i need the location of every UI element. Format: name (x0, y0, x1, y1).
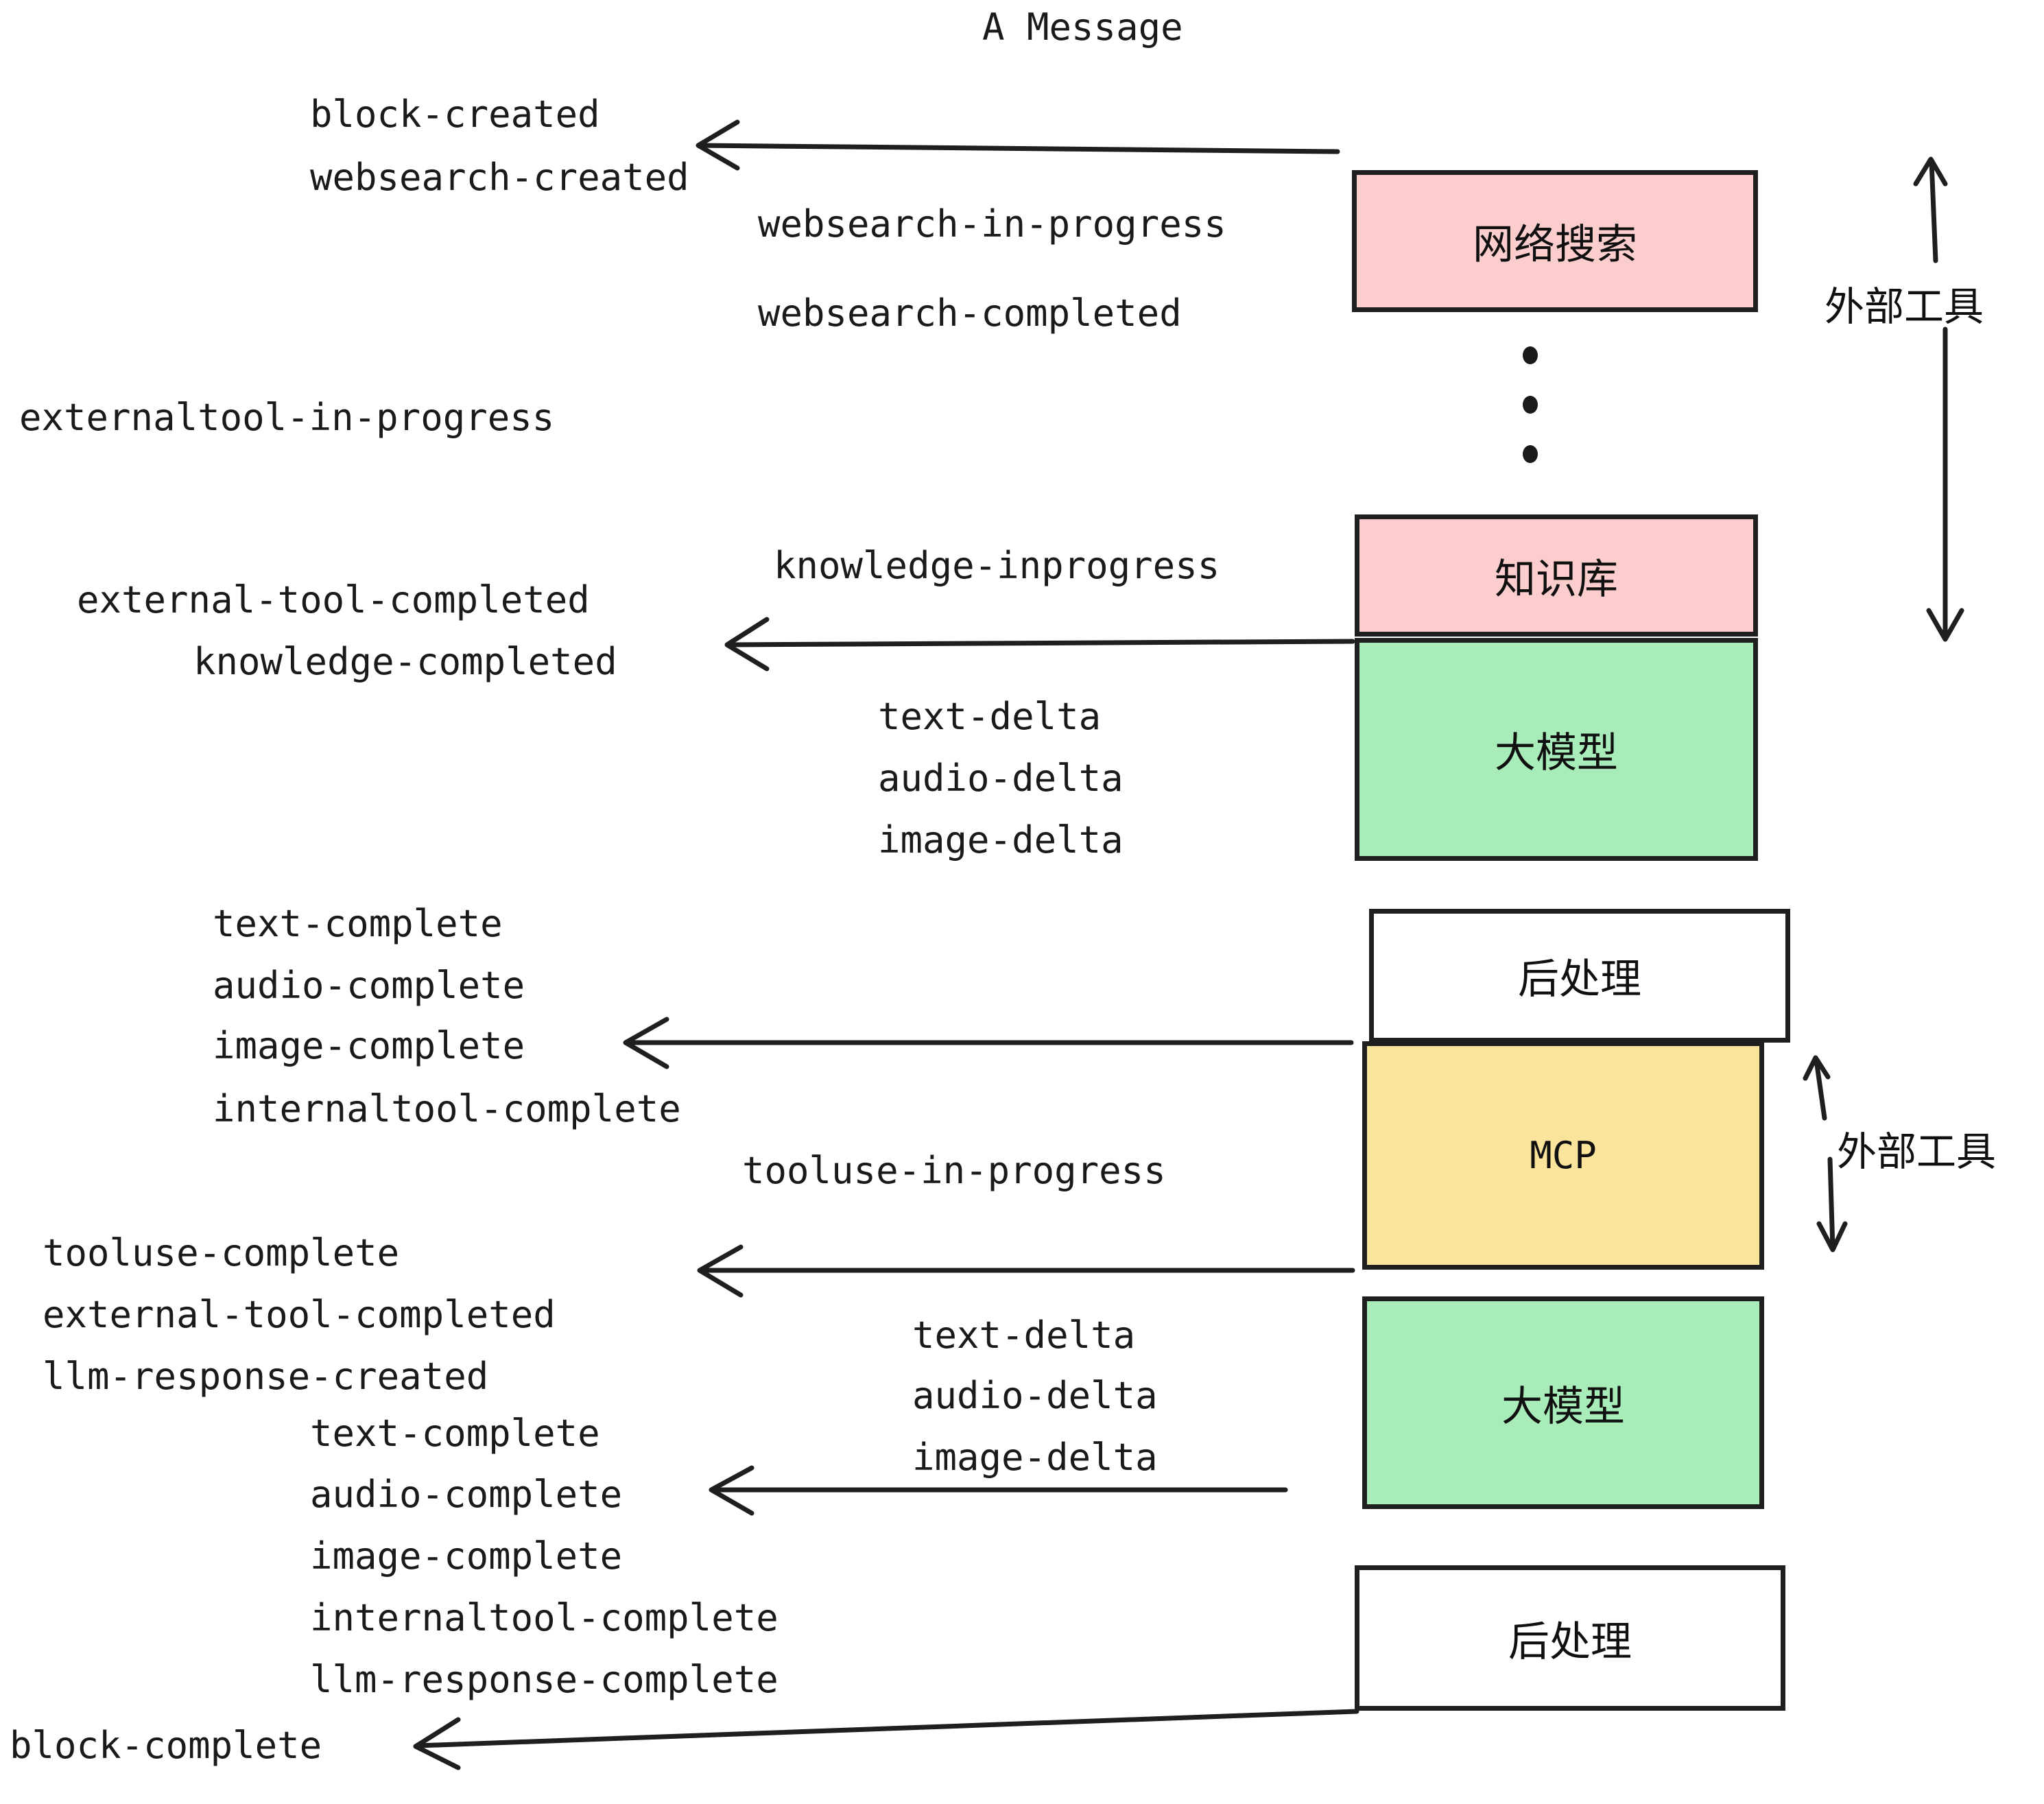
box-postprocess-2[interactable]: 后处理 (1355, 1565, 1785, 1711)
event-tooluse-in-progress: tooluse-in-progress (742, 1149, 1166, 1192)
event-text-complete-2: text-complete (310, 1412, 600, 1455)
event-image-delta-2: image-delta (912, 1436, 1158, 1479)
event-block-complete: block-complete (10, 1724, 322, 1767)
vertical-ellipsis-icon (1521, 346, 1539, 463)
box-postprocess-1-label: 后处理 (1518, 956, 1641, 1004)
event-external-tool-completed-2: external-tool-completed (43, 1293, 556, 1336)
box-websearch-label: 网络搜索 (1473, 221, 1637, 269)
ellipsis-dot (1523, 346, 1538, 364)
event-audio-delta-2: audio-delta (912, 1374, 1158, 1417)
ellipsis-dot (1523, 396, 1538, 414)
event-image-delta-1: image-delta (878, 818, 1124, 862)
event-text-delta-1: text-delta (878, 695, 1102, 738)
event-knowledge-completed: knowledge-completed (193, 640, 617, 683)
label-external-tool-bottom: 外部工具 (1837, 1128, 1997, 1175)
event-audio-complete-1: audio-complete (213, 964, 525, 1007)
event-llm-response-complete: llm-response-complete (310, 1658, 779, 1701)
event-external-tool-completed-1: external-tool-completed (77, 578, 590, 621)
event-audio-delta-1: audio-delta (878, 757, 1124, 800)
label-external-tool-top: 外部工具 (1825, 283, 1984, 330)
event-audio-complete-2: audio-complete (310, 1473, 623, 1516)
arrow-websearch-to-blockcreated (696, 119, 1340, 171)
box-knowledge[interactable]: 知识库 (1355, 514, 1758, 637)
box-mcp-label: MCP (1530, 1134, 1597, 1177)
arrow-llm1-to-knowledgecompleted (724, 617, 1355, 672)
event-image-complete-1: image-complete (213, 1024, 525, 1067)
arrow-postprocess1-to-imagecomplete (623, 1017, 1354, 1069)
box-llm-2[interactable]: 大模型 (1362, 1296, 1764, 1509)
event-text-delta-2: text-delta (912, 1314, 1136, 1357)
event-internaltool-complete-1: internaltool-complete (213, 1087, 681, 1130)
event-websearch-completed: websearch-completed (758, 292, 1182, 335)
page-title: A Message (982, 5, 1183, 49)
external-tool-bracket-top (1913, 156, 1964, 642)
box-mcp[interactable]: MCP (1362, 1041, 1764, 1270)
event-externaltool-in-progress: externaltool-in-progress (19, 396, 555, 439)
box-postprocess-2-label: 后处理 (1508, 1617, 1632, 1666)
event-websearch-in-progress: websearch-in-progress (758, 202, 1226, 246)
arrow-postprocess2-to-blockcomplete (413, 1709, 1359, 1770)
event-image-complete-2: image-complete (310, 1534, 623, 1578)
event-websearch-created: websearch-created (310, 156, 689, 199)
arrow-mcp-to-toolusecomplete (697, 1244, 1355, 1298)
event-llm-response-created: llm-response-created (43, 1355, 489, 1398)
event-internaltool-complete-2: internaltool-complete (310, 1596, 779, 1639)
event-block-created: block-created (310, 93, 600, 136)
box-llm-1[interactable]: 大模型 (1355, 638, 1758, 861)
ellipsis-dot (1523, 445, 1538, 463)
box-knowledge-label: 知识库 (1495, 555, 1618, 604)
event-tooluse-complete: tooluse-complete (43, 1231, 400, 1274)
event-text-complete-1: text-complete (213, 902, 503, 945)
box-postprocess-1[interactable]: 后处理 (1369, 909, 1790, 1043)
box-websearch[interactable]: 网络搜索 (1352, 170, 1758, 312)
box-llm-2-label: 大模型 (1501, 1382, 1625, 1431)
event-knowledge-inprogress: knowledge-inprogress (774, 544, 1220, 587)
box-llm-1-label: 大模型 (1495, 729, 1618, 777)
